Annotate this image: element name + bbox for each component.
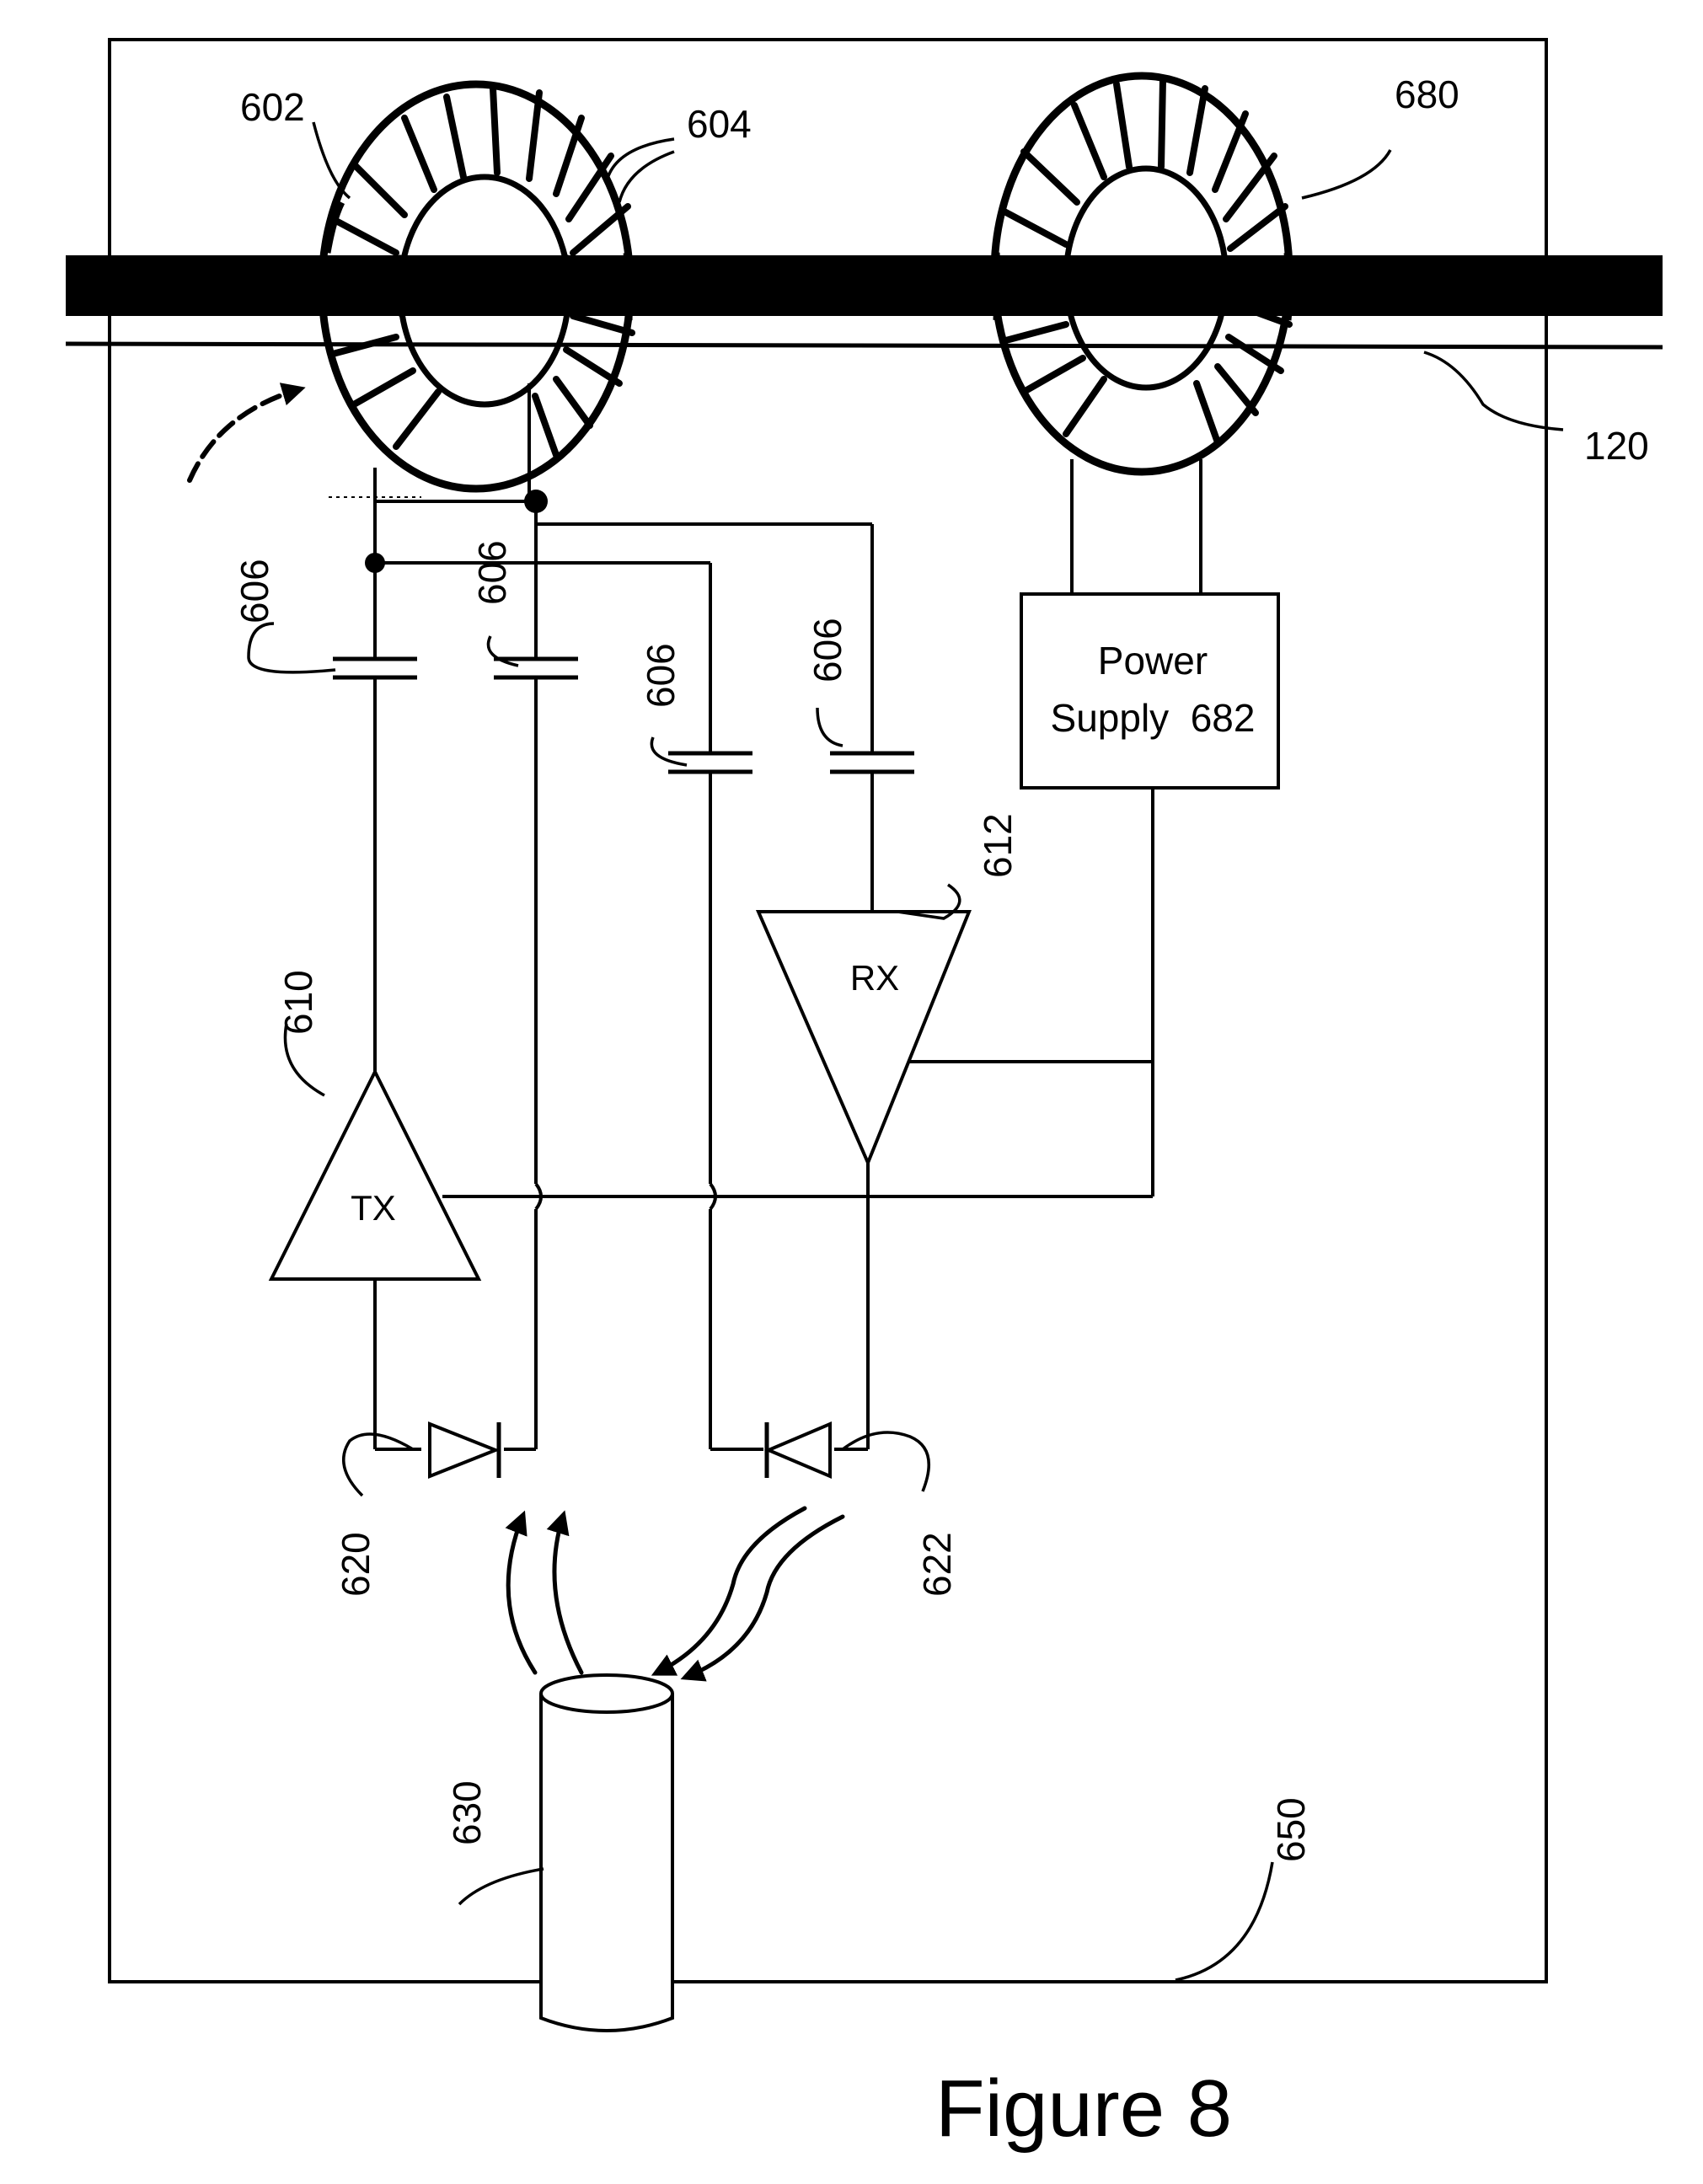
label-610: 610 [276, 970, 320, 1035]
rx-amplifier: RX [758, 912, 969, 1163]
label-606-a: 606 [233, 559, 276, 624]
label-612: 612 [976, 813, 1020, 878]
label-606-c: 606 [639, 643, 683, 708]
optical-fiber-630 [541, 1675, 672, 2031]
power-supply-line1: Power [1098, 639, 1208, 682]
label-620: 620 [334, 1532, 378, 1597]
diode-620 [430, 1422, 499, 1478]
label-604: 604 [687, 102, 752, 146]
power-supply-line2: Supply 682 [1051, 696, 1256, 740]
tx-label: TX [351, 1188, 396, 1228]
label-622: 622 [915, 1532, 959, 1597]
label-606-d: 606 [806, 618, 849, 682]
power-supply-682: Power Supply 682 [1021, 594, 1278, 788]
label-120: 120 [1584, 424, 1649, 468]
power-conductor-120 [66, 255, 1663, 347]
diode-622 [767, 1422, 830, 1478]
rx-label: RX [850, 958, 899, 998]
junction-dot [365, 553, 385, 573]
junction-dot [524, 490, 548, 513]
figure-caption: Figure 8 [935, 2064, 1232, 2154]
label-602: 602 [240, 85, 305, 129]
optical-signal-arrows [508, 1508, 843, 1677]
flux-arrow [190, 389, 299, 480]
capacitor-606-a [333, 659, 417, 677]
label-680: 680 [1395, 72, 1459, 116]
label-606-b: 606 [470, 540, 514, 605]
label-630: 630 [445, 1780, 489, 1845]
tx-amplifier: TX [271, 1072, 479, 1279]
label-650: 650 [1269, 1797, 1313, 1862]
capacitor-606-d [830, 753, 914, 772]
